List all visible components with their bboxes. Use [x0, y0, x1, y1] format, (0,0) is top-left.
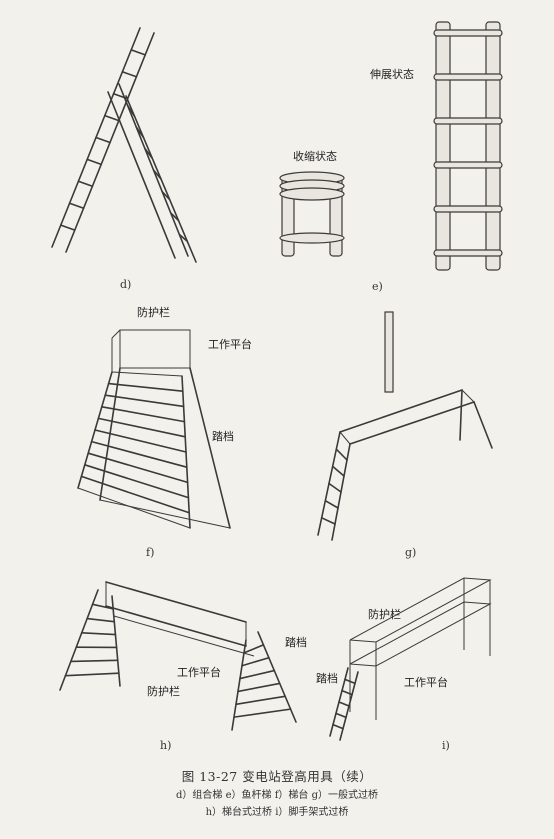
telescopic-rung: [433, 249, 503, 257]
telescopic-rung: [433, 117, 503, 125]
label-h-guardrail: 防护栏: [147, 685, 180, 698]
ladder-rung: [169, 212, 180, 222]
ladder-rung: [80, 632, 117, 636]
ladder-rung: [135, 126, 145, 139]
scaffold-bridge-drawing: [329, 577, 492, 741]
label-f-guardrail: 防护栏: [137, 306, 170, 319]
figure-caption-line-2: h）梯台式过桥 i）脚手架式过桥: [205, 807, 349, 818]
telescopic-rung: [433, 161, 503, 169]
ladder-rung: [235, 695, 286, 706]
ladder-rung: [121, 71, 138, 78]
ladder-rung: [241, 656, 270, 667]
ladder-rung: [70, 659, 119, 663]
ladder-rung: [80, 475, 190, 514]
ladder-rung: [243, 644, 265, 654]
panel-tag-i: i): [442, 739, 450, 752]
ladder-rung: [130, 49, 146, 56]
ladder-rung: [104, 394, 185, 408]
ladder-rung: [161, 190, 171, 201]
telescopic-rung: [433, 205, 503, 213]
ladder-rung: [344, 678, 356, 685]
panel-tag-f: f): [146, 546, 155, 559]
ladder-rung: [77, 180, 94, 188]
panel-tag-d: d): [120, 278, 132, 291]
label-i-platform: 工作平台: [404, 676, 448, 689]
ladder-rung: [144, 147, 154, 160]
panel-tag-e: e): [372, 280, 383, 293]
ladder-rung: [59, 224, 76, 231]
telescopic-ladder-extended: [433, 21, 503, 271]
ladder-rung: [233, 708, 292, 718]
panel-tag-g: g): [405, 546, 417, 559]
ladder-rung: [86, 617, 116, 623]
label-h-step: 踏档: [285, 636, 307, 649]
figure-caption-title: 图 13-27 变电站登高用具（续）: [181, 769, 373, 784]
telescopic-rung: [433, 73, 503, 81]
label-i-guardrail: 防护栏: [368, 608, 401, 621]
simple-bridge-drawing: [317, 311, 493, 541]
ladder-rung: [84, 463, 190, 499]
panel-tag-h: h): [160, 739, 172, 752]
label-f-platform: 工作平台: [208, 338, 252, 351]
ladder-rung: [152, 169, 162, 180]
ladder-rung: [86, 158, 102, 166]
ladder-rung: [91, 603, 114, 610]
ladder-rung: [68, 202, 85, 209]
ladder-rung: [101, 405, 186, 423]
ladder-rung: [237, 682, 281, 693]
ladder-platform-drawing: [77, 329, 231, 529]
ladder-rung: [328, 482, 342, 493]
ladder-rung: [239, 669, 276, 680]
ladder-rung: [335, 448, 348, 461]
combination-ladder-drawing: [51, 27, 197, 263]
label-i-step: 踏档: [316, 672, 338, 685]
ladder-rung: [332, 723, 344, 730]
ladder-rung: [331, 465, 345, 477]
ladder-rung: [178, 233, 189, 243]
ladder-rung: [107, 382, 184, 393]
ladder-rung: [324, 499, 339, 509]
telescopic-rung: [433, 29, 503, 37]
ladder-rung: [341, 689, 353, 696]
label-extended-state: 伸展状态: [370, 68, 414, 81]
label-retracted-state: 收缩状态: [293, 150, 337, 163]
label-f-step: 踏档: [212, 430, 234, 443]
ladder-rung: [95, 136, 111, 144]
ladder-rung: [320, 517, 336, 525]
ladder-rung: [90, 440, 188, 469]
label-h-platform: 工作平台: [177, 666, 221, 679]
ladder-rung: [64, 672, 120, 677]
ladder-rung: [97, 417, 186, 438]
ladder-rung: [87, 452, 189, 484]
ladder-rung: [335, 712, 347, 719]
ladder-rung: [126, 104, 136, 118]
ladder-rung: [338, 701, 350, 707]
ladder-bridge-drawing: [59, 581, 297, 731]
telescopic-ladder-retracted: [279, 171, 345, 257]
ladder-rung: [94, 429, 187, 453]
figure-caption-line-1: d）组合梯 e）鱼杆梯 f）梯台 g）一般式过桥: [176, 790, 378, 801]
ladder-rung: [104, 114, 120, 122]
